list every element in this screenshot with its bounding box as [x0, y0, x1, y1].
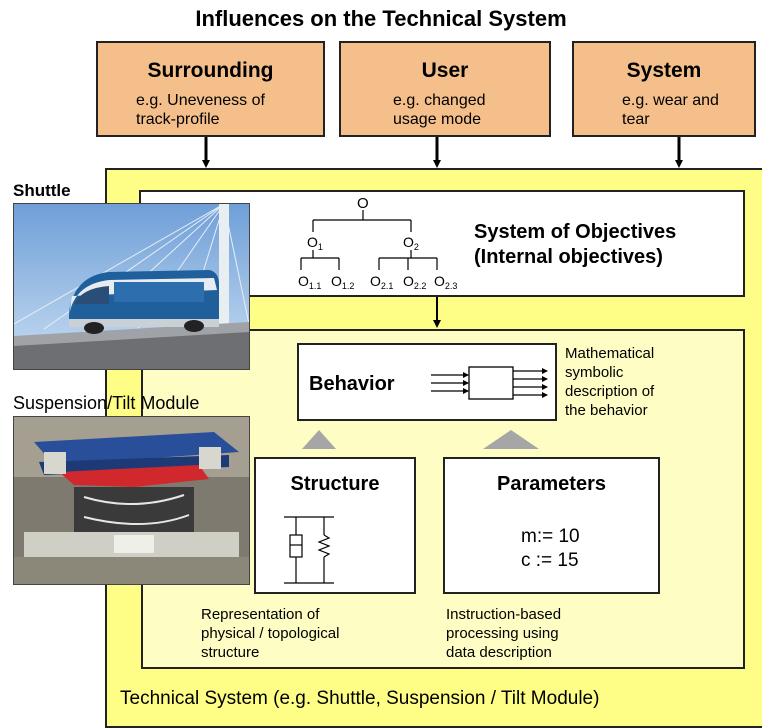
- influence-system: System e.g. wear and tear: [572, 41, 756, 137]
- svg-text:O2.1: O2.1: [370, 273, 393, 291]
- behavior-desc-line: description of: [565, 383, 655, 400]
- objective-node: O: [370, 273, 381, 289]
- spring-damper-icon: [284, 516, 334, 584]
- structure-desc-line: Representation of: [201, 606, 320, 623]
- influence-text: tear: [622, 111, 650, 128]
- influence-text: track-profile: [136, 111, 220, 128]
- objective-node: O: [307, 234, 318, 250]
- influence-user: User e.g. changed usage mode: [339, 41, 551, 137]
- objective-subscript: 1: [318, 242, 323, 252]
- technical-system-label: Technical System (e.g. Shuttle, Suspensi…: [120, 688, 600, 709]
- parameters-triangle: [483, 430, 539, 449]
- influence-surrounding: Surrounding e.g. Uneveness of track-prof…: [96, 41, 325, 137]
- structure-title: Structure: [290, 473, 380, 495]
- svg-text:O1.2: O1.2: [331, 273, 354, 291]
- objective-tree: O O1 O2 O1.1 O1.2 O2.1 O2.2 O2.3: [298, 195, 457, 291]
- influence-text: e.g. changed: [393, 92, 486, 109]
- objectives-title: System of Objectives: [474, 221, 677, 243]
- shuttle-photo: [13, 203, 250, 370]
- objective-node: O: [434, 273, 445, 289]
- behavior-desc-line: the behavior: [565, 402, 648, 419]
- behavior-title: Behavior: [309, 373, 395, 395]
- objective-subscript: 2: [414, 242, 419, 252]
- objective-subscript: 2.2: [414, 281, 427, 291]
- influence-heading: System: [626, 59, 702, 82]
- behavior-desc-line: Mathematical: [565, 345, 655, 362]
- svg-text:O2.3: O2.3: [434, 273, 457, 291]
- module-label: Suspension/Tilt Module: [13, 393, 200, 413]
- influence-text: e.g. wear and: [622, 92, 719, 109]
- behavior-description: Mathematical symbolic description of the…: [565, 344, 654, 420]
- influence-text: usage mode: [393, 111, 482, 128]
- behavior-box: Behavior: [297, 343, 557, 421]
- suspension-module-photo: [13, 416, 250, 585]
- objective-node: O: [331, 273, 342, 289]
- shuttle-label: Shuttle: [13, 181, 71, 200]
- influence-text: e.g. Uneveness of: [136, 92, 265, 109]
- objective-subscript: 2.1: [381, 281, 394, 291]
- influence-heading: User: [421, 59, 469, 82]
- structure-description: Representation of physical / topological…: [201, 605, 339, 662]
- parameters-title: Parameters: [497, 473, 606, 495]
- structure-desc-line: structure: [201, 644, 260, 661]
- objective-node: O: [403, 273, 414, 289]
- parameters-box: Parameters m:= 10 c := 15: [443, 457, 660, 594]
- svg-text:O1.1: O1.1: [298, 273, 321, 291]
- objective-node: O: [298, 273, 309, 289]
- objective-subscript: 1.1: [309, 281, 322, 291]
- structure-triangle: [302, 430, 336, 449]
- svg-text:O1: O1: [307, 234, 323, 252]
- influence-heading: Surrounding: [147, 59, 274, 82]
- parameters-desc-line: data description: [446, 644, 552, 661]
- objective-subscript: 2.3: [445, 281, 458, 291]
- objective-root: O: [357, 195, 369, 212]
- structure-box: Structure: [254, 457, 416, 594]
- parameters-description: Instruction-based processing using data …: [446, 605, 561, 662]
- parameters-desc-line: processing using: [446, 625, 559, 642]
- parameter-value: c := 15: [521, 550, 579, 571]
- structure-desc-line: physical / topological: [201, 625, 340, 642]
- svg-text:O2: O2: [403, 234, 419, 252]
- behavior-desc-line: symbolic: [565, 364, 624, 381]
- parameter-value: m:= 10: [521, 526, 580, 547]
- parameters-desc-line: Instruction-based: [446, 606, 562, 623]
- objective-subscript: 1.2: [342, 281, 355, 291]
- svg-text:O2.2: O2.2: [403, 273, 426, 291]
- behavior-block-icon: [431, 366, 548, 400]
- diagram-title: Influences on the Technical System: [195, 6, 567, 31]
- objectives-subtitle: (Internal objectives): [474, 246, 663, 268]
- objective-node: O: [403, 234, 414, 250]
